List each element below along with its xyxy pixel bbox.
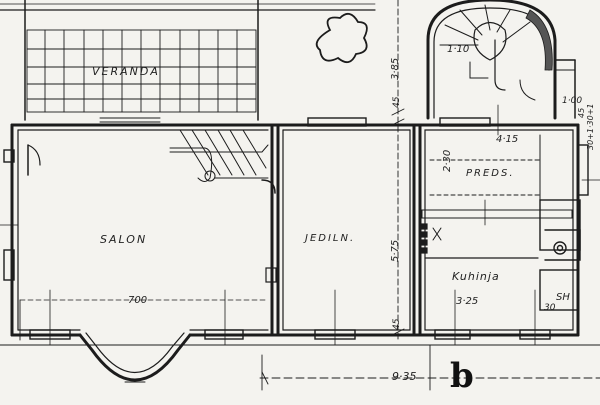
dimension-wall-c: 45: [577, 107, 586, 118]
room-label-veranda: VERANDA: [92, 65, 160, 78]
dimension-kitchen-width: 3·25: [456, 296, 479, 307]
spiral-stair-tower: [426, 0, 576, 120]
room-label-salon: SALON: [100, 233, 148, 246]
stair-hatching: [525, 9, 553, 71]
dimension-wall-b: 45: [392, 318, 402, 330]
room-label-preds: PREDS.: [466, 168, 515, 179]
dimension-stair-width: 1·10: [447, 44, 470, 55]
room-label-jediln: JEDILN.: [305, 233, 356, 244]
garden-shrub: [315, 12, 368, 64]
room-label-kuhinja: Kuhinja: [452, 270, 500, 283]
dimension-preds-width: 4·15: [496, 134, 519, 145]
dimension-hall-width: 1·00: [562, 96, 583, 106]
dimension-total-width: 9·35: [392, 370, 417, 383]
dimension-upper-depth: 3·85: [390, 57, 401, 80]
veranda-tiles: [26, 29, 257, 113]
dimension-dining-depth: 5·75: [390, 239, 401, 262]
room-label-sh: SH: [556, 292, 570, 303]
right-annex: [539, 144, 589, 311]
dimension-sh-width: 30: [544, 303, 556, 313]
sheet-mark-letter: b: [450, 356, 474, 396]
dimension-wall-a: 45: [392, 96, 402, 108]
dimension-side-note: 30+1·30+1: [586, 103, 595, 151]
bay-window: [78, 332, 192, 383]
exterior-walls: [10, 123, 580, 337]
dimension-preds-depth: 2·30: [442, 149, 453, 172]
dimension-salon-width: 700: [128, 295, 148, 306]
inner-stair: [169, 129, 269, 182]
